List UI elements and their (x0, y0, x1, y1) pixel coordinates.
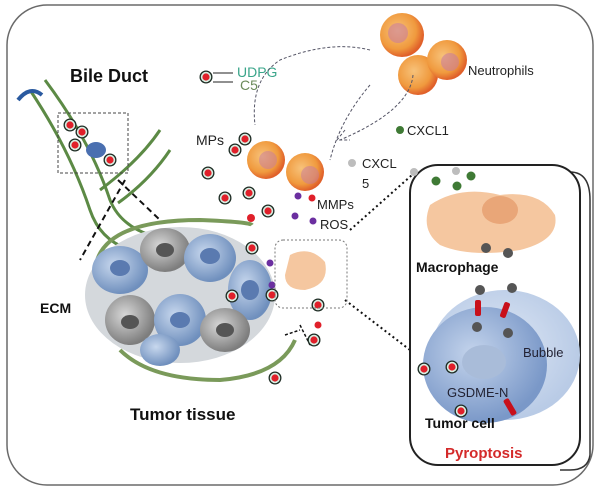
cxcl1-label: CXCL1 (407, 123, 449, 138)
tumor-tissue-label: Tumor tissue (130, 405, 235, 424)
tumor-cell-label: Tumor cell (425, 415, 495, 431)
ros-label: ROS (320, 217, 349, 232)
zoom-box (274, 239, 348, 309)
cxcl5-label-line1: CXCL (362, 156, 397, 171)
tumor-tissue-illustration (85, 217, 297, 385)
bile-duct-label: Bile Duct (70, 66, 148, 86)
c5-label: C5 (240, 77, 258, 93)
tumor-cell-bubble (423, 290, 580, 423)
macrophage-cell (426, 191, 556, 254)
mps-label: MPs (196, 132, 224, 148)
cxcl5-label-line2: 5 (362, 176, 369, 191)
mp-legend-icon (199, 70, 213, 84)
migration-arrow (253, 46, 371, 126)
neutrophils-cluster (380, 13, 467, 95)
bubble-label: Bubble (523, 345, 563, 360)
udpg-label: UDPG (237, 64, 277, 80)
neutrophils-label: Neutrophils (468, 63, 534, 78)
outer-frame (6, 4, 594, 486)
mmps-label: MMPs (317, 197, 354, 212)
macrophage-label: Macrophage (416, 259, 499, 275)
curved-arrow-icon (16, 89, 44, 102)
pyroptosis-label: Pyroptosis (445, 445, 523, 462)
gsdme-n-label: GSDME-N (447, 385, 508, 400)
ecm-label: ECM (40, 300, 71, 316)
